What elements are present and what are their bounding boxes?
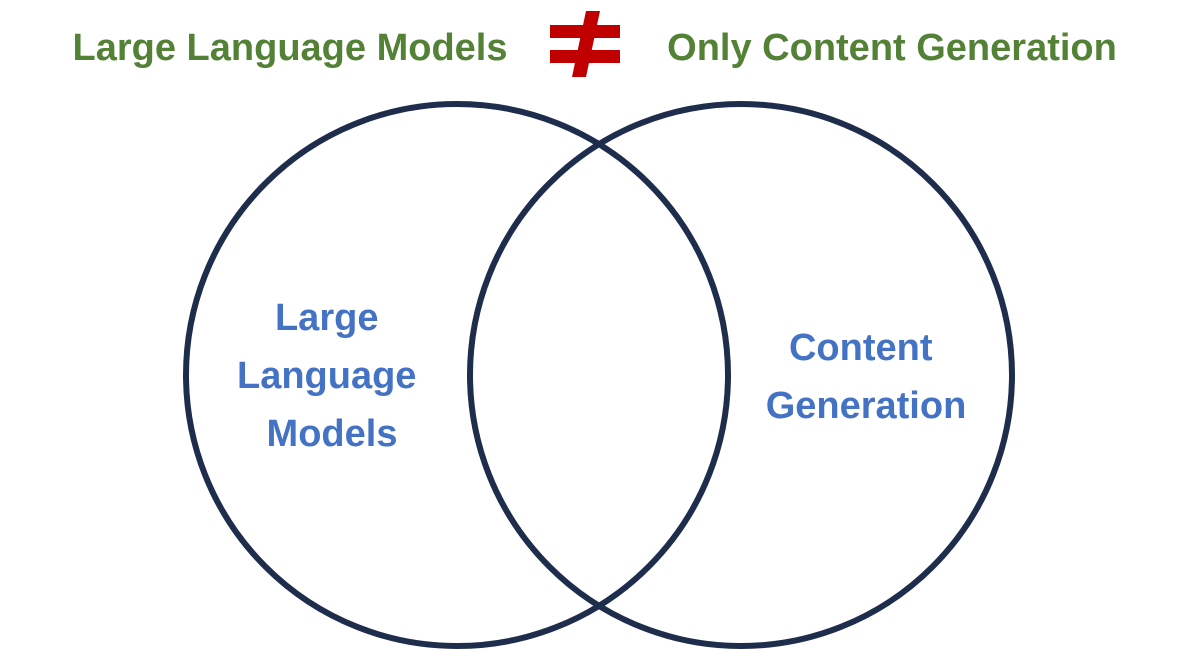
headline-right-text: Only Content Generation <box>667 27 1117 69</box>
right-label-line: Generation <box>766 385 967 427</box>
left-label-line: Models <box>267 413 398 455</box>
headline-left-text: Large Language Models <box>73 27 508 69</box>
left-circle <box>183 101 731 649</box>
right-circle-label: Content Generation <box>766 327 967 427</box>
left-label-line: Large <box>275 297 378 339</box>
right-circle <box>467 101 1015 649</box>
not-equal-slash <box>572 11 600 77</box>
headline: Large Language Models Only Content Gener… <box>73 11 1117 77</box>
not-equal-icon <box>550 11 620 77</box>
left-label-line: Language <box>237 355 416 397</box>
right-label-line: Content <box>789 327 933 369</box>
left-circle-label: Large Language Models <box>237 297 427 455</box>
